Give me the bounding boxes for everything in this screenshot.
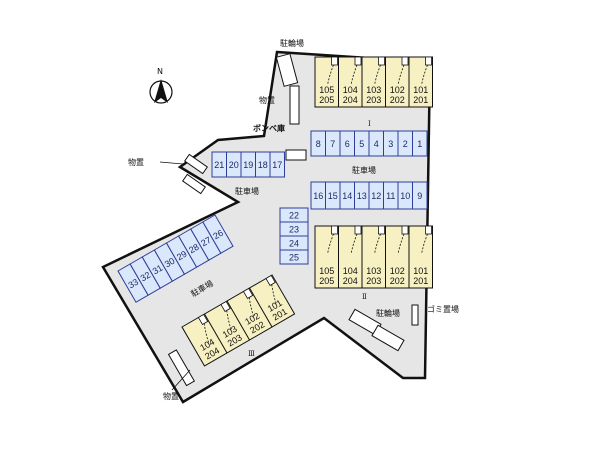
- parking-row-2: 16 15 14 13 12 11 10 9: [310, 181, 428, 210]
- unit-number: 103: [366, 85, 381, 95]
- unit-number: 204: [343, 95, 358, 105]
- parking-stall-number: 4: [374, 139, 379, 149]
- label-parking-center: 駐車場: [235, 186, 259, 196]
- parking-stall-number: 14: [342, 191, 352, 201]
- building-2-label: Ⅱ: [362, 293, 367, 301]
- parking-stall-number: 19: [243, 160, 253, 170]
- label-storage-bottom: 物置: [163, 391, 179, 401]
- unit-number: 201: [413, 95, 428, 105]
- parking-stall-number: 12: [371, 191, 381, 201]
- parking-stall-number: 22: [289, 211, 299, 221]
- parking-stall-number: 6: [345, 139, 350, 149]
- parking-stall-number: 1: [417, 139, 422, 149]
- bicycle-parking-top: 駐輪場: [275, 38, 304, 87]
- parking-stall-number: 31: [151, 263, 165, 277]
- building-3-label: Ⅲ: [248, 350, 255, 358]
- parking-stall-number: 9: [417, 191, 422, 201]
- unit-number: 204: [343, 276, 358, 286]
- label-bicycle-top: 駐輪場: [280, 38, 304, 48]
- parking-stall-number: 33: [126, 277, 140, 291]
- parking-stall-number: 32: [139, 270, 153, 284]
- parking-stall-number: 2: [403, 139, 408, 149]
- unit-number: 105: [319, 266, 334, 276]
- parking-stall-number: 11: [386, 191, 395, 201]
- parking-stall-number: 5: [359, 139, 364, 149]
- parking-stall: [412, 130, 428, 157]
- unit-number: 101: [413, 266, 428, 276]
- label-cylinder: ボンベ庫: [253, 123, 285, 133]
- unit-number: 103: [366, 266, 381, 276]
- building-1-label: I: [368, 120, 371, 128]
- unit-number: 104: [343, 85, 358, 95]
- parking-stall-number: 7: [330, 139, 335, 149]
- parking-stall-number: 21: [214, 160, 224, 170]
- parking-stall-number: 23: [289, 225, 299, 235]
- north-arrow: N: [149, 67, 173, 104]
- parking-stall: [269, 151, 285, 178]
- parking-stall-number: 28: [187, 242, 201, 256]
- label-parking-upper-right: 駐車場: [352, 165, 376, 175]
- label-garbage: ゴミ置場: [427, 304, 459, 314]
- unit-number: 105: [319, 85, 334, 95]
- parking-stall-number: 25: [289, 253, 299, 263]
- parking-stall-number: 26: [211, 228, 225, 242]
- unit-number: 202: [390, 276, 405, 286]
- unit-number: 101: [413, 85, 428, 95]
- label-bicycle-right: 駐輪場: [376, 308, 400, 318]
- unit-number: 102: [390, 266, 405, 276]
- unit-number: 205: [319, 95, 334, 105]
- parking-stall-number: 30: [163, 256, 177, 270]
- parking-stall-number: 16: [313, 191, 323, 201]
- garbage-area: ゴミ置場: [411, 304, 459, 326]
- parking-stall-number: 17: [272, 160, 282, 170]
- parking-stall: [202, 214, 234, 254]
- parking-col-4: 22 23 24 25: [279, 207, 309, 265]
- storage-left: 物置: [128, 153, 209, 195]
- parking-stall-number: 24: [289, 239, 299, 249]
- parking-stall-number: 18: [258, 160, 268, 170]
- parking-stall-number: 8: [316, 139, 321, 149]
- building-outline: [314, 225, 433, 289]
- parking-stall: [412, 181, 428, 210]
- unit-number: 102: [390, 85, 405, 95]
- unit-number: 205: [319, 276, 334, 286]
- bicycle-parking-right: 駐輪場: [348, 308, 405, 352]
- label-storage-left: 物置: [128, 157, 144, 167]
- parking-row-3: 21 20 19 18 17: [211, 151, 285, 178]
- unit-number: 104: [343, 266, 358, 276]
- cylinder-storage: ボンベ庫: [253, 123, 307, 161]
- storage-top: 物置: [259, 85, 300, 125]
- parking-stall: [279, 249, 309, 265]
- parking-stall-number: 3: [388, 139, 393, 149]
- unit-number: 201: [413, 276, 428, 286]
- parking-stall-number: 27: [199, 235, 213, 249]
- north-label: N: [157, 67, 163, 76]
- unit-number: 203: [366, 95, 381, 105]
- unit-number: 203: [366, 276, 381, 286]
- parking-stall-number: 15: [328, 191, 338, 201]
- label-storage-top: 物置: [259, 95, 275, 105]
- parking-stall-number: 29: [175, 249, 189, 263]
- parking-stall-number: 13: [357, 191, 367, 201]
- parking-stall-number: 10: [400, 191, 410, 201]
- storage-bottom: 物置: [163, 349, 196, 401]
- unit-number: 202: [390, 95, 405, 105]
- parking-stall-number: 20: [229, 160, 239, 170]
